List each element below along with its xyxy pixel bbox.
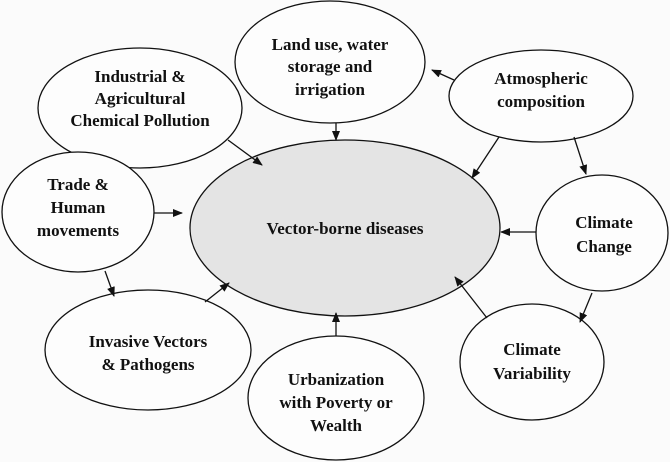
node-label: Wealth	[310, 416, 362, 435]
node-label: Invasive Vectors	[89, 332, 208, 351]
node-label: composition	[497, 92, 585, 111]
node-climate-variability: Climate Variability	[459, 303, 605, 421]
arrow-invasive-to-center	[204, 282, 230, 303]
arrow-trade-to-invasive	[104, 270, 115, 297]
node-label: Urbanization	[288, 370, 385, 389]
arrow-variability-to-center	[454, 276, 488, 319]
node-climate-change: Climate Change	[535, 174, 669, 292]
node-label: with Poverty or	[279, 393, 393, 412]
node-label: Atmospheric	[494, 69, 588, 88]
node-label: storage and	[288, 57, 373, 76]
node-trade-human-movements: Trade & Human movements	[1, 151, 155, 273]
node-label: Human	[51, 198, 106, 217]
node-label: irrigation	[295, 80, 365, 99]
arrow-atmospheric-to-center	[471, 136, 500, 179]
node-industrial-pollution: Industrial & Agricultural Chemical Pollu…	[37, 47, 243, 169]
arrow-industrial-to-center	[227, 139, 263, 166]
node-land-use: Land use, water storage and irrigation	[234, 0, 426, 124]
arrow-atmospheric-to-climate-change	[573, 136, 588, 175]
node-atmospheric-composition: Atmospheric composition	[448, 49, 634, 143]
node-label: Vector-borne diseases	[267, 219, 424, 238]
node-invasive-vectors: Invasive Vectors & Pathogens	[44, 289, 252, 411]
node-label: Climate	[503, 340, 561, 359]
node-label: Chemical Pollution	[70, 111, 210, 130]
node-label: Climate	[575, 213, 633, 232]
node-label: Variability	[493, 364, 571, 383]
node-label: Trade &	[47, 175, 109, 194]
arrow-climate-change-to-variability	[579, 292, 593, 323]
node-label: Agricultural	[95, 89, 186, 108]
node-label: Land use, water	[272, 35, 389, 54]
node-label: & Pathogens	[101, 355, 194, 374]
node-vector-borne-diseases: Vector-borne diseases	[189, 139, 501, 317]
node-label: movements	[37, 221, 120, 240]
arrow-atmospheric-to-landuse	[431, 69, 455, 81]
node-label: Industrial &	[94, 67, 185, 86]
node-label: Change	[576, 237, 632, 256]
node-urbanization: Urbanization with Poverty or Wealth	[247, 335, 425, 461]
